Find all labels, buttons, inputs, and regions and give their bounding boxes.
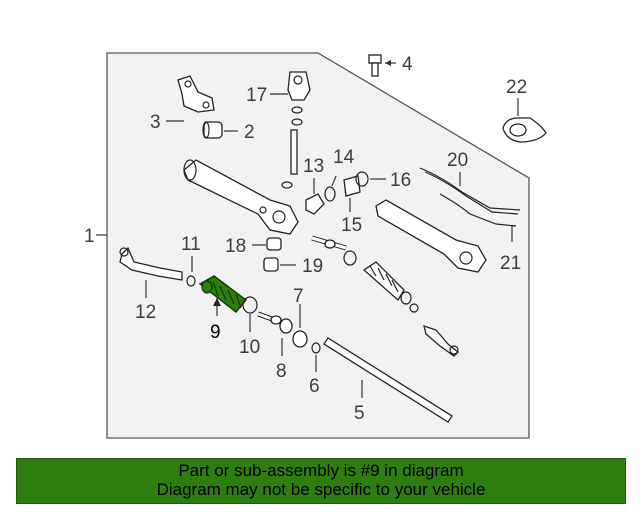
callout-3: 3 [150,112,161,133]
part-17-housing [270,71,311,189]
callout-21: 21 [500,253,521,274]
part-16-ring [355,171,386,187]
banner-line-disclaimer: Diagram may not be specific to your vehi… [156,480,486,499]
callout-18: 18 [225,236,246,257]
part-18-bushing [252,237,282,251]
part-20-line [419,167,521,215]
callout-17: 17 [246,85,267,106]
parts-diagram: 1 2 3 4 5 6 7 8 9 10 11 12 13 14 15 16 1… [84,52,547,439]
part-2-bushing [202,121,238,139]
rack-housing [183,159,299,235]
part-9-boot-highlighted [198,275,248,316]
callout-9: 9 [210,322,221,343]
part-6-washer [311,342,321,372]
part-14-seal [324,175,337,202]
callout-20: 20 [447,150,468,171]
part-21-line [439,193,517,242]
callout-7: 7 [293,286,304,307]
callout-8: 8 [276,361,287,382]
part-22-cap [502,98,547,143]
right-tie-rod-end [423,325,459,357]
part-19-bushing [263,257,296,272]
callout-16: 16 [390,170,411,191]
callout-14: 14 [333,147,355,168]
callout-1: 1 [84,226,95,247]
part-8-inner-tie-rod [257,311,293,356]
callout-15: 15 [341,215,362,236]
callout-6: 6 [309,376,320,397]
info-banner: Part or sub-assembly is #9 in diagram Di… [16,458,626,504]
part-10-clamp [242,296,258,332]
callout-11: 11 [181,234,201,255]
banner-line-part: Part or sub-assembly is #9 in diagram [178,461,464,480]
part-12-tie-rod-end [119,246,183,298]
callout-2: 2 [244,122,255,143]
right-boot [362,261,419,313]
callout-12: 12 [135,302,156,323]
callout-10: 10 [239,337,260,358]
part-3-bracket [166,75,215,122]
part-11-nut [186,256,196,287]
inner-tie-rod-upper [311,235,357,266]
part-4-bolt [368,54,396,77]
part-13-valve [305,178,325,215]
part-5-rack-bar [323,337,453,423]
callout-19: 19 [302,256,323,277]
callout-22: 22 [506,77,527,98]
assembly-panel [106,52,530,439]
part-7-ball-housing [292,304,308,348]
callout-4: 4 [402,54,413,75]
callout-13: 13 [303,156,324,177]
callout-5: 5 [354,403,365,424]
right-rack-housing [375,199,487,273]
